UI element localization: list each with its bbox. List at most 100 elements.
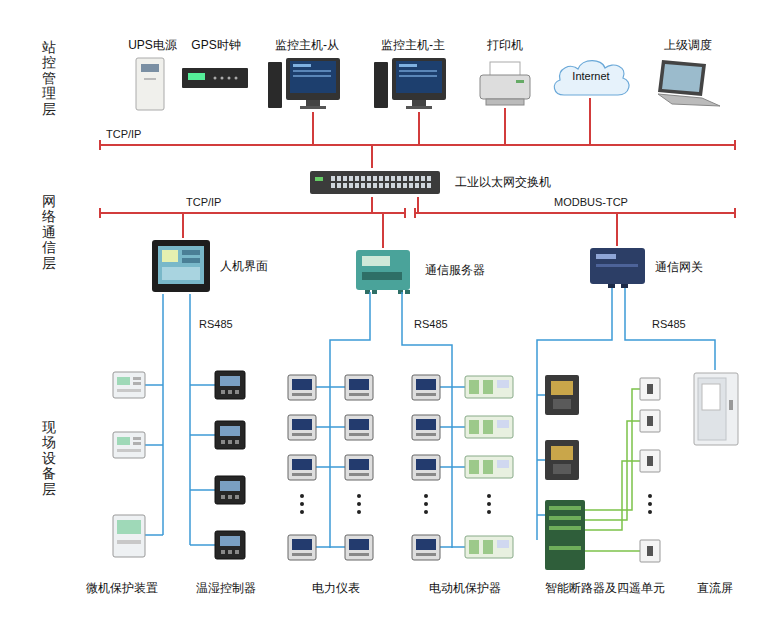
- rs485-wiring-part: [316, 426, 345, 428]
- monitor-host-icon-part: [293, 64, 311, 67]
- protection-devices: [113, 372, 145, 557]
- rs485-wiring-part: [145, 534, 163, 536]
- rs485-wiring-part: [145, 384, 163, 386]
- tcp-ip-bus-part: [99, 208, 101, 218]
- comm-gateway-icon: [590, 248, 645, 288]
- motor-protectors-part: [412, 535, 440, 560]
- rs485-wiring-part: [440, 466, 465, 468]
- rs485-wiring-part: [316, 546, 345, 548]
- comm-gateway-icon-part: [590, 248, 645, 284]
- ethernet-switch: 工业以太网交换机: [308, 168, 568, 197]
- device-caption: 工业以太网交换机: [455, 175, 551, 190]
- motor-protectors-part: [424, 510, 428, 514]
- breakers-and-rtu-part: [640, 410, 660, 432]
- tcp-ip-bus-part: [734, 208, 736, 218]
- rs485-wiring-part: [145, 444, 163, 446]
- device-caption: 监控主机-从: [275, 38, 339, 53]
- ups-icon-part: [144, 78, 156, 80]
- comm-gateway-icon-part: [621, 284, 628, 288]
- protocol-label: RS485: [412, 318, 450, 331]
- device-caption: 上级调度: [664, 38, 712, 53]
- device-caption: 打印机: [487, 38, 523, 53]
- comm-server: 通信服务器: [352, 248, 497, 292]
- monitor-host-icon-part: [286, 58, 340, 100]
- ups-device: UPS电源: [125, 36, 180, 112]
- breakers-and-rtu-part: [648, 502, 652, 506]
- dc-cabinet-icon-part: [702, 384, 720, 410]
- ethernet-link: [372, 98, 590, 168]
- rs485-link: [162, 294, 164, 360]
- motor-protectors-part: [487, 510, 491, 514]
- comm-gateway-icon-part: [608, 284, 615, 288]
- motor-protectors-part: [412, 455, 440, 480]
- monitor-host-icon-part: [406, 106, 432, 109]
- device-caption: 电力仪表: [312, 581, 360, 596]
- motor-protectors-part: [465, 536, 513, 558]
- rs485-wiring-part: [190, 489, 215, 491]
- laptop-icon-part: [658, 60, 706, 96]
- motor-protectors-part: [412, 375, 440, 400]
- ethernet-link: [313, 112, 372, 168]
- power-meters-part: [357, 510, 361, 514]
- device-group: 温湿控制器: [182, 360, 270, 600]
- comm-server-icon-part: [372, 290, 377, 294]
- remote-control-wiring: [585, 389, 640, 551]
- power-meters-part: [357, 494, 361, 498]
- dc-cabinet-icon-part: [698, 378, 726, 440]
- monitor-host-icon-part: [399, 70, 437, 72]
- rs485-wiring-part: [190, 434, 215, 436]
- monitor-host-icon-part: [412, 100, 426, 106]
- ups-icon-part: [136, 58, 164, 110]
- dc-cabinet-icon-part: [694, 373, 738, 445]
- comm-server-icon: [356, 250, 410, 294]
- ups-icon-part: [141, 64, 159, 72]
- protection-devices-part: [117, 540, 141, 544]
- remote-control-wiring-part: [585, 461, 640, 530]
- motor-protectors-part: [465, 416, 513, 438]
- power-meters-part: [288, 415, 316, 440]
- humidity-controllers: [215, 371, 245, 559]
- motor-protectors: [412, 375, 513, 560]
- ups-icon: [136, 58, 164, 110]
- rs485-link: [625, 288, 715, 370]
- device-caption: 人机界面: [220, 259, 268, 274]
- rs485-wiring-part: [440, 426, 465, 428]
- motor-protectors-part: [465, 376, 513, 398]
- power-meters-part: [300, 502, 304, 506]
- power-meters-part: [345, 375, 373, 400]
- rs485-wiring-part: [316, 466, 345, 468]
- protection-devices-part: [113, 515, 145, 557]
- ethernet-link: [183, 197, 372, 238]
- humidity-controllers-part: [215, 371, 245, 399]
- rs485-wiring-part: [451, 355, 453, 548]
- rs485-wiring-part: [537, 394, 545, 396]
- layer-label: 现场设备层: [42, 420, 56, 497]
- printer-icon-part: [480, 75, 530, 99]
- printer-icon: [480, 62, 530, 105]
- remote-control-wiring-part: [585, 389, 640, 510]
- breakers-and-rtu-part: [549, 546, 581, 550]
- gps-clock-icon-part: [188, 73, 205, 80]
- laptop-icon: [658, 60, 720, 106]
- device-caption: 电动机保护器: [429, 581, 501, 596]
- rs485-wiring-part: [316, 386, 345, 388]
- breakers-and-rtu-part: [549, 516, 581, 520]
- rs485-wiring-part: [440, 386, 465, 388]
- gps-clock-icon-part: [235, 77, 238, 80]
- device-group: 智能断路器及四遥单元: [535, 355, 675, 600]
- tcp-ip-bus-part: [414, 208, 416, 218]
- tcp-ip-bus-part: [99, 140, 101, 150]
- rs485-wiring-part: [190, 384, 215, 386]
- rs485-wiring: [145, 355, 545, 548]
- power-meters-part: [345, 455, 373, 480]
- motor-protectors-part: [412, 415, 440, 440]
- humidity-controllers-part: [215, 421, 245, 449]
- motor-protectors-part: [424, 502, 428, 506]
- device-caption: UPS电源: [128, 38, 177, 53]
- gps-clock-icon: [182, 68, 248, 88]
- monitor-host-icon-part: [293, 70, 331, 72]
- monitor-host: 监控主机-主: [368, 36, 458, 112]
- protocol-label: TCP/IP: [104, 128, 143, 141]
